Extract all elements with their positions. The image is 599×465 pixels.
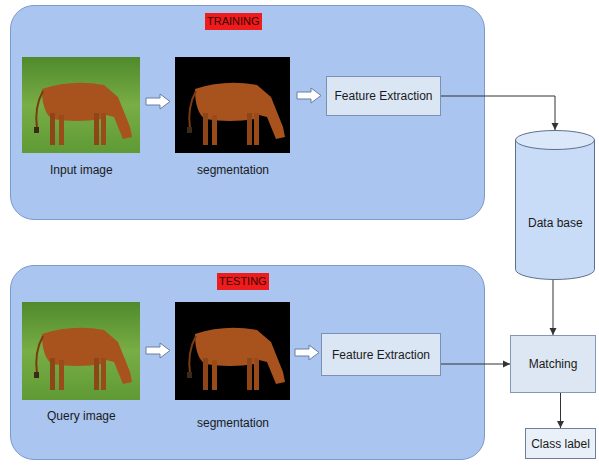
- node-text: Feature Extraction: [332, 348, 430, 362]
- database-cylinder: Data base: [515, 130, 595, 280]
- process-box: Feature Extraction: [321, 333, 441, 376]
- image-caption: segmentation: [197, 416, 269, 430]
- node-text: Data base: [528, 216, 583, 230]
- image-caption: segmentation: [197, 163, 269, 177]
- input-image: [22, 57, 140, 153]
- node-text: Feature Extraction: [334, 89, 432, 103]
- segmented-image: [175, 302, 290, 400]
- segmented-image: [175, 57, 290, 153]
- hollow-arrow: [146, 343, 170, 358]
- image-caption: Query image: [47, 409, 116, 423]
- hollow-arrow: [295, 345, 319, 360]
- image-caption: Input image: [50, 163, 113, 177]
- connector-arrow: [557, 393, 564, 428]
- node-text: Matching: [529, 357, 578, 371]
- stage-title: TRAINING: [205, 13, 262, 30]
- node-text: Class label: [531, 437, 590, 451]
- connector-arrow: [550, 280, 557, 335]
- hollow-arrow: [146, 94, 170, 109]
- connector-arrow: [441, 96, 559, 130]
- connector-arrow: [441, 361, 510, 368]
- stage-title: TESTING: [217, 273, 269, 290]
- query-image: [22, 302, 140, 400]
- hollow-arrow: [297, 88, 321, 103]
- cylinder-outline: [515, 130, 595, 280]
- process-box: Feature Extraction: [326, 76, 441, 116]
- output-box: Class label: [525, 428, 596, 459]
- process-box: Matching: [510, 335, 596, 393]
